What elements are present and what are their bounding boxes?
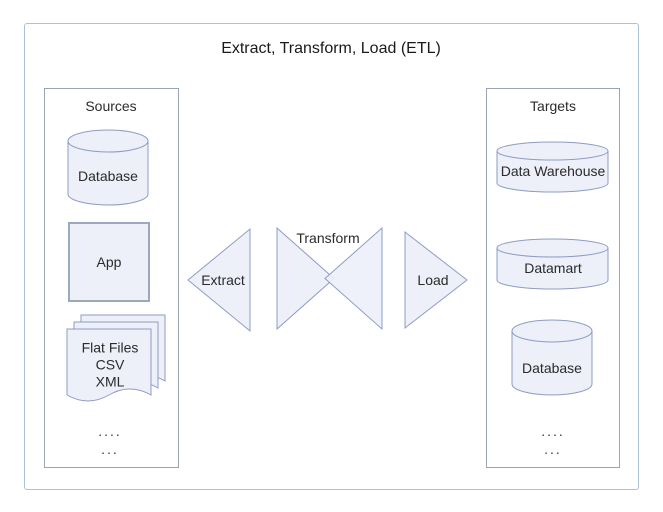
targets-heading: Targets (530, 98, 576, 114)
app-label: App (96, 254, 122, 270)
extract-triangle-icon (187, 227, 251, 333)
cylinder-body (496, 238, 609, 290)
data-warehouse-cylinder-icon (496, 141, 609, 193)
diagram-outer-frame (24, 23, 639, 490)
transform-right-triangle (324, 226, 383, 331)
targets-ellipsis: .... ... (541, 422, 565, 458)
load-label: Load (417, 272, 449, 288)
cylinder-body (67, 129, 149, 206)
flat-files-line3: XML (95, 373, 125, 390)
flat-files-stack-icon (66, 314, 166, 402)
target-database-cylinder-icon (511, 319, 593, 396)
cylinder-rim (67, 140, 149, 153)
datamart-label: Datamart (524, 260, 582, 276)
diagram-title: Extract, Transform, Load (ETL) (221, 40, 441, 57)
flat-files-line2: CSV (95, 356, 125, 373)
extract-triangle (187, 227, 251, 333)
transform-left-triangle (276, 226, 335, 331)
app-box (68, 222, 150, 302)
target-database-label: Database (522, 360, 582, 376)
flat-files-label: Flat Files CSV XML (82, 340, 139, 391)
extract-label: Extract (201, 272, 245, 288)
sources-ellipsis-line2: ... (101, 441, 119, 457)
sources-ellipsis: .... ... (98, 422, 122, 458)
targets-ellipsis-line2: ... (544, 441, 562, 457)
data-warehouse-label: Data Warehouse (500, 163, 606, 179)
sources-heading: Sources (85, 98, 137, 114)
cylinder-rim (496, 247, 609, 258)
cylinder-rim (511, 330, 593, 343)
sources-panel (44, 88, 179, 468)
cylinder-body (496, 141, 609, 193)
targets-panel (486, 88, 620, 468)
sources-ellipsis-line1: .... (98, 423, 122, 439)
cylinder-body (511, 319, 593, 396)
datamart-cylinder-icon (496, 238, 609, 290)
document-sheet-front (66, 328, 152, 402)
flat-files-line1: Flat Files (81, 339, 139, 356)
source-database-cylinder-icon (67, 129, 149, 206)
transform-bowtie-icon (276, 226, 383, 331)
source-database-label: Database (78, 168, 138, 184)
cylinder-rim (496, 150, 609, 161)
transform-label: Transform (296, 230, 360, 246)
load-triangle-icon (404, 230, 468, 330)
targets-ellipsis-line1: .... (541, 423, 565, 439)
load-triangle (404, 230, 468, 330)
